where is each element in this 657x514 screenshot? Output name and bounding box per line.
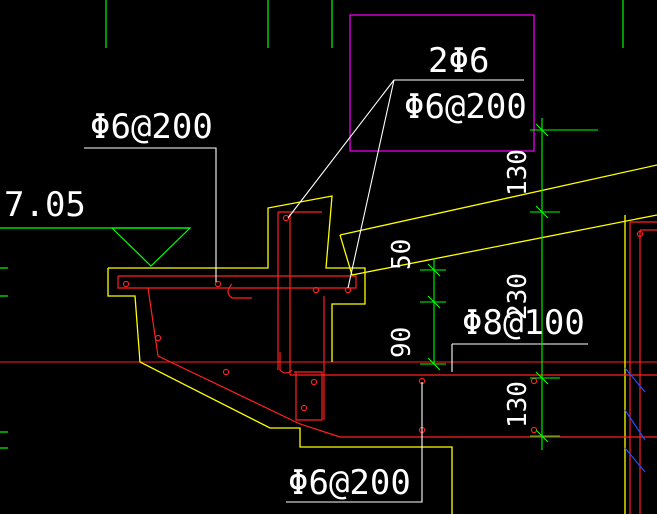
dim-90: 90 [387,327,417,358]
label-rebar-bottom: Φ6@200 [288,463,411,503]
green-grid-lines [0,0,624,449]
detail-box [349,14,535,152]
label-rebar-2phi6: 2Φ6 [428,41,489,81]
level-marker [0,227,192,267]
label-level: 7.05 [4,185,86,225]
label-rebar-box: Φ6@200 [404,87,527,127]
dim-230: 230 [503,273,533,320]
dimension-lines [420,118,598,450]
rebar-dots [122,214,644,434]
dim-130-top: 130 [503,149,533,196]
label-rebar-top-left: Φ6@200 [90,107,213,147]
dim-130-bottom: 130 [503,381,533,428]
hatch-marks [624,367,646,473]
concrete-outline [107,164,657,514]
label-rebar-phi8: Φ8@100 [462,303,585,343]
dim-50: 50 [387,239,417,270]
leader-lines [84,79,588,503]
